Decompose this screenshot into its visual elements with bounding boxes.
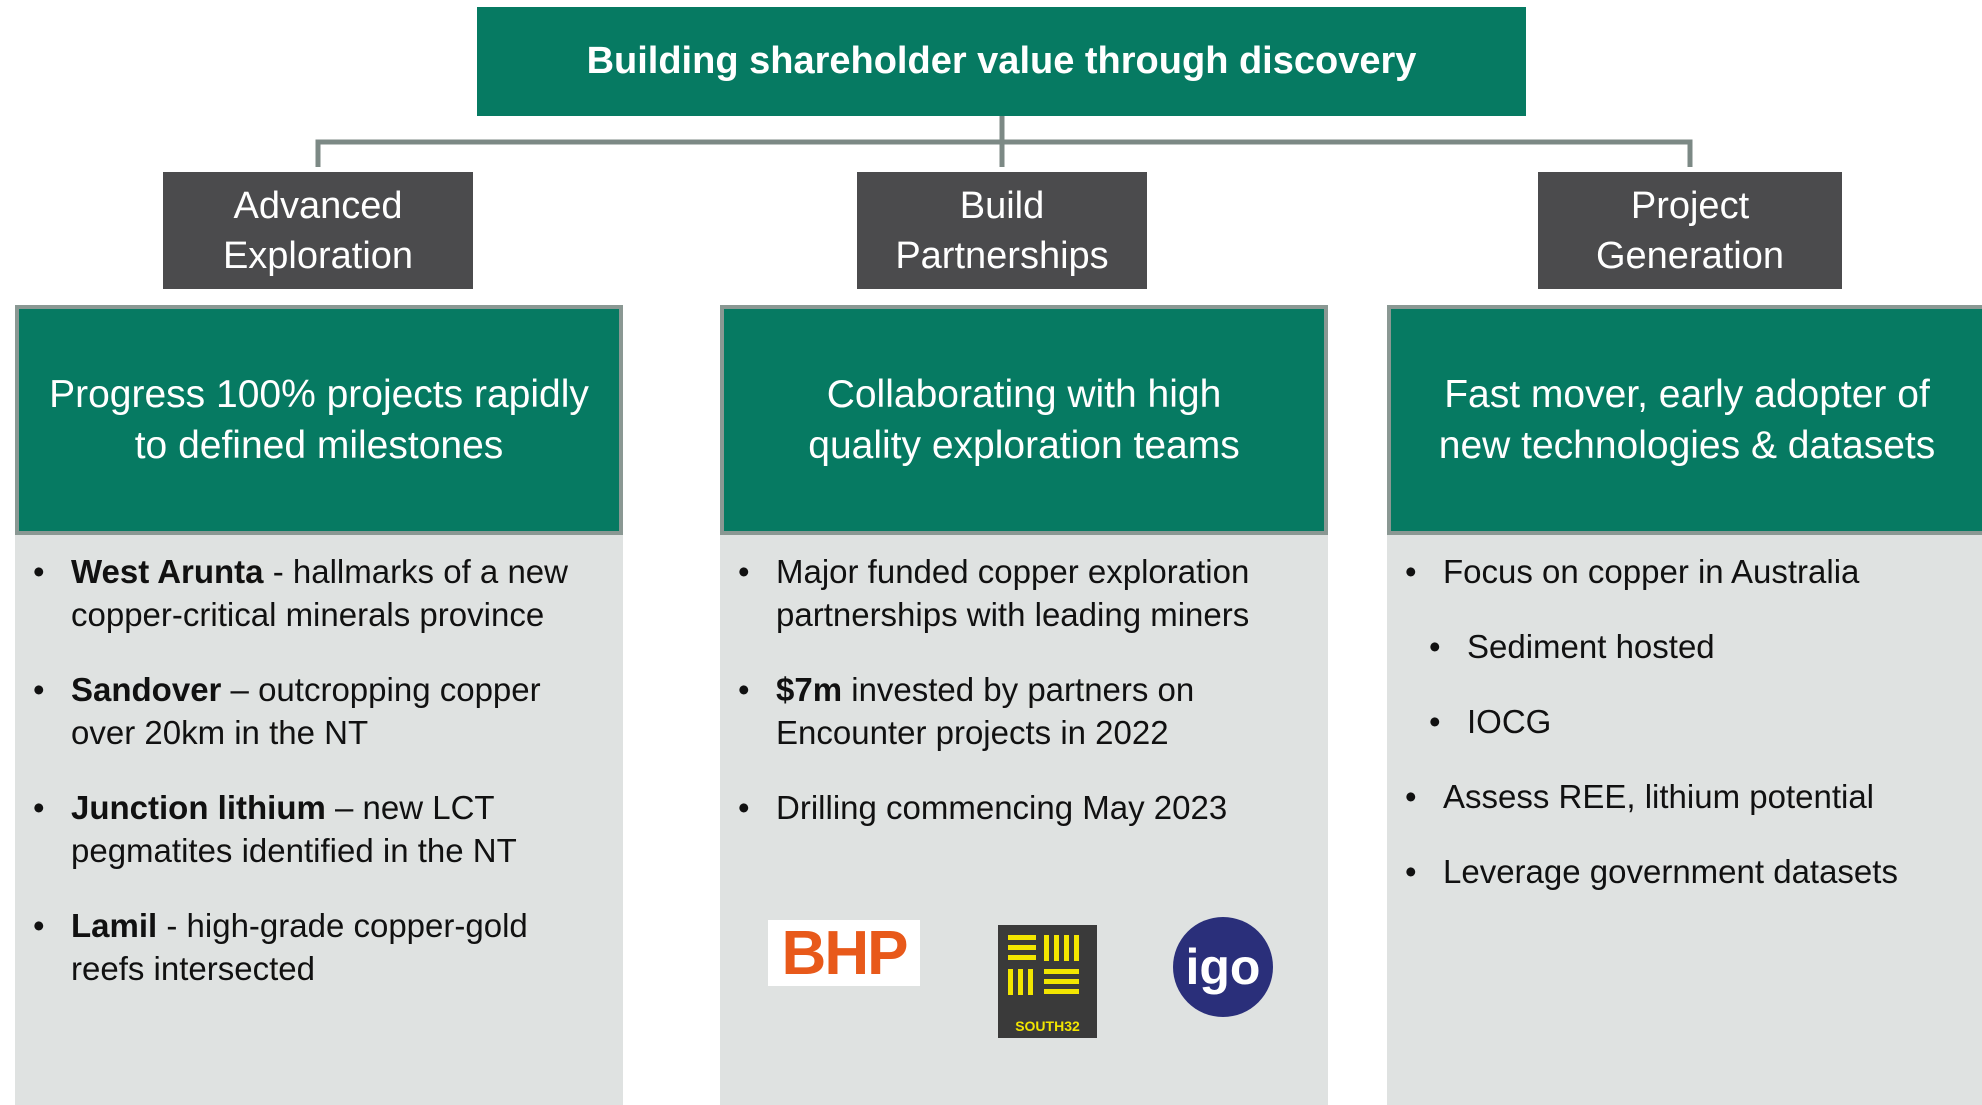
- column-heading: Progress 100% projects rapidly to define…: [15, 305, 623, 535]
- bullet-icon: •: [738, 553, 750, 590]
- bullet-text: – new LCT: [325, 789, 495, 826]
- bullet-icon: •: [33, 553, 45, 590]
- list-item: • Junction lithium – new LCT pegmatites …: [33, 786, 613, 872]
- list-item: • Lamil - high-grade copper-gold reefs i…: [33, 904, 613, 990]
- bullet-text: - high-grade copper-gold: [157, 907, 528, 944]
- pillar-advanced-exploration: Advanced Exploration: [163, 172, 473, 289]
- bullet-icon: •: [1429, 628, 1441, 665]
- heading-line: new technologies & datasets: [1438, 424, 1936, 467]
- pillar-label: Partnerships: [895, 234, 1109, 277]
- list-item: • Sandover – outcropping copper over 20k…: [33, 668, 613, 754]
- list-item: • Focus on copper in Australia: [1405, 550, 1977, 593]
- bullet-text: partnerships with leading miners: [776, 596, 1250, 633]
- bullet-text: - hallmarks of a new: [263, 553, 568, 590]
- pillar-label: Exploration: [222, 234, 414, 277]
- bhp-logo: BHP: [768, 919, 920, 988]
- bullet-icon: •: [1429, 703, 1441, 740]
- bullet-list: • West Arunta - hallmarks of a new coppe…: [33, 550, 613, 990]
- column-heading: Fast mover, early adopter of new technol…: [1387, 305, 1982, 535]
- bullet-text: Major funded copper exploration: [776, 553, 1250, 590]
- bullet-text: Leverage government datasets: [1443, 853, 1898, 890]
- column-heading: Collaborating with high quality explorat…: [720, 305, 1328, 535]
- bullet-text: IOCG: [1467, 703, 1552, 740]
- column-build-partnerships: Collaborating with high quality explorat…: [720, 305, 1328, 1105]
- list-item: • Drilling commencing May 2023: [738, 786, 1318, 829]
- list-item: • Leverage government datasets: [1405, 850, 1977, 893]
- bullet-bold: West Arunta: [71, 553, 264, 590]
- heading-line: Collaborating with high: [826, 373, 1222, 416]
- bullet-text: Drilling commencing May 2023: [776, 789, 1228, 826]
- heading-line: quality exploration teams: [808, 424, 1240, 467]
- list-item: • IOCG: [1429, 700, 1977, 743]
- pillar-label: Generation: [1595, 234, 1784, 277]
- pillar-label: Project: [1630, 184, 1750, 227]
- list-item: • $7m invested by partners on Encounter …: [738, 668, 1318, 754]
- igo-logo: igo: [1173, 917, 1273, 1017]
- bullet-icon: •: [1405, 553, 1417, 590]
- bullet-text: Focus on copper in Australia: [1443, 553, 1860, 590]
- bullet-icon: •: [738, 789, 750, 826]
- bullet-list: • Major funded copper exploration partne…: [738, 550, 1318, 829]
- bullet-text: pegmatites identified in the NT: [71, 832, 517, 869]
- bullet-icon: •: [738, 671, 750, 708]
- connector-lines: [315, 116, 1693, 167]
- list-item: • Major funded copper exploration partne…: [738, 550, 1318, 636]
- south32-mark-icon: [1008, 935, 1079, 995]
- bullet-bold: $7m: [776, 671, 843, 708]
- column-advanced-exploration: Progress 100% projects rapidly to define…: [15, 305, 623, 1105]
- column-project-generation: Fast mover, early adopter of new technol…: [1387, 305, 1982, 1105]
- bullet-bold: Sandover: [71, 671, 222, 708]
- bullet-bold: Lamil: [71, 907, 158, 944]
- bullet-text: Sediment hosted: [1467, 628, 1715, 665]
- bullet-text: reefs intersected: [71, 950, 315, 987]
- bullet-list: • Focus on copper in Australia • Sedimen…: [1405, 550, 1977, 893]
- pillar-project-generation: Project Generation: [1538, 172, 1842, 289]
- heading-line: to defined milestones: [134, 424, 504, 467]
- heading-line: Fast mover, early adopter of: [1444, 373, 1930, 416]
- list-item: • West Arunta - hallmarks of a new coppe…: [33, 550, 613, 636]
- bullet-icon: •: [1405, 853, 1417, 890]
- south32-logo: SOUTH32: [998, 925, 1097, 1038]
- pillar-build-partnerships: Build Partnerships: [857, 172, 1147, 289]
- list-item: • Sediment hosted: [1429, 625, 1977, 668]
- bullet-text: – outcropping copper: [221, 671, 541, 708]
- bullet-bold: Junction lithium: [71, 789, 326, 826]
- bullet-icon: •: [33, 789, 45, 826]
- bullet-text: invested by partners on: [842, 671, 1195, 708]
- bullet-icon: •: [33, 671, 45, 708]
- pillar-label: Advanced: [233, 184, 403, 227]
- bullet-text: over 20km in the NT: [71, 714, 369, 751]
- heading-line: Progress 100% projects rapidly: [49, 373, 589, 416]
- main-title: Building shareholder value through disco…: [477, 7, 1526, 116]
- bullet-icon: •: [1405, 778, 1417, 815]
- list-item: • Assess REE, lithium potential: [1405, 775, 1977, 818]
- bullet-icon: •: [33, 907, 45, 944]
- south32-wordmark: SOUTH32: [1015, 1018, 1080, 1034]
- bullet-text: Assess REE, lithium potential: [1443, 778, 1875, 815]
- bullet-text: copper-critical minerals province: [71, 596, 545, 633]
- pillar-label: Build: [959, 184, 1045, 227]
- bullet-text: Encounter projects in 2022: [776, 714, 1169, 751]
